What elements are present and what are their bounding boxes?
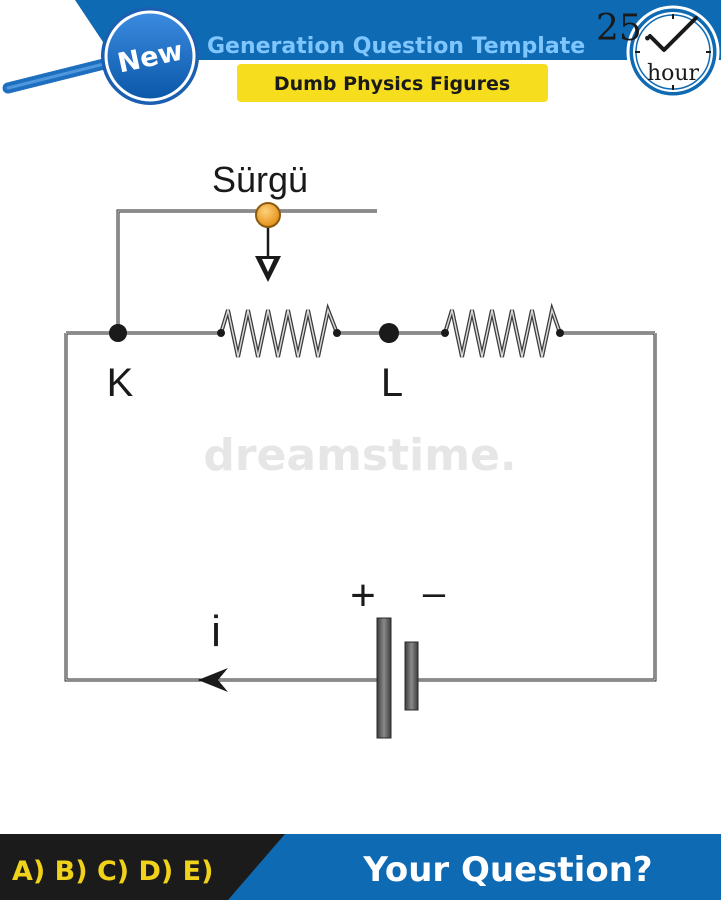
slider-knob[interactable]: [255, 202, 281, 228]
resistor-1: [219, 303, 339, 358]
battery-minus-label: –: [423, 571, 446, 615]
subtitle-pill: [237, 64, 548, 102]
node-k: [109, 324, 127, 342]
current-arrow: [198, 668, 228, 692]
terminal-dots: [217, 329, 564, 337]
slider-label: Sürgü: [212, 159, 308, 200]
footer-blue: [228, 834, 721, 900]
header-title: Generation Question Template: [207, 34, 585, 59]
battery-plus-label: +: [350, 571, 376, 620]
wire-right: [418, 333, 657, 682]
header: New Generation Question Template Dumb Ph…: [2, 0, 721, 105]
battery: [376, 617, 419, 739]
resistor-2: [443, 302, 562, 358]
your-question: Your Question?: [362, 850, 652, 890]
header-subtitle: Dumb Physics Figures: [274, 73, 510, 95]
clock-icon: [626, 5, 720, 99]
header-bar: [75, 0, 721, 60]
slider-arrow: [255, 222, 281, 282]
watermark: dreamstime.: [203, 430, 516, 481]
clock-number: 25.: [596, 8, 653, 49]
node-l: [379, 323, 399, 343]
node-k-label: K: [107, 361, 134, 405]
battery-negative-plate: [404, 641, 419, 711]
battery-positive-plate: [376, 617, 392, 739]
answer-options: A) B) C) D) E): [12, 856, 213, 887]
clock-unit: hour: [647, 61, 700, 86]
magnifier-icon: [2, 7, 199, 105]
footer: A) B) C) D) E) Your Question?: [0, 834, 721, 900]
node-l-label: L: [381, 361, 403, 405]
current-label: i: [211, 607, 221, 656]
